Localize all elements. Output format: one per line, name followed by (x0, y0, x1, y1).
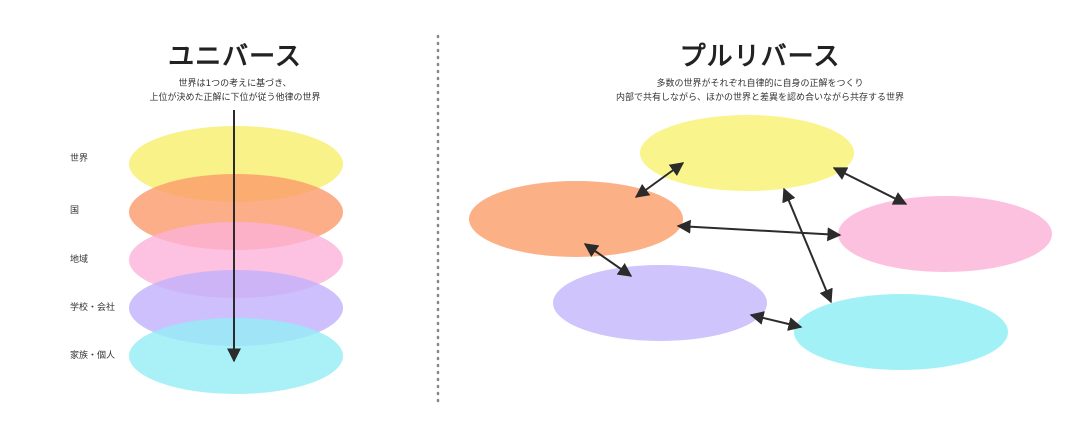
universe-description-line1: 世界は1つの考えに基づき、 (178, 79, 292, 89)
pluriverse-worlds (469, 115, 1052, 370)
universe-description-line2: 上位が決めた正解に下位が従う他律の世界 (149, 93, 321, 103)
connection-purple-cyan (749, 311, 803, 331)
connection-orange-yellow (634, 162, 685, 198)
world-connections (583, 162, 908, 331)
pluriverse-description-line2: 内部で共有しながら、ほかの世界と差異を認め合いながら共存する世界 (615, 93, 904, 103)
pluriverse-title: プルリバース (679, 42, 841, 72)
universe-layer-stack (129, 126, 343, 394)
world-purple-ellipse (553, 265, 767, 341)
pluriverse-description: 多数の世界がそれぞれ自律的に自身の正解をつくり 内部で共有しながら、ほかの世界と… (560, 77, 960, 105)
world-cyan-ellipse (794, 294, 1008, 370)
universe-description: 世界は1つの考えに基づき、 上位が決めた正解に下位が従う他律の世界 (85, 77, 385, 105)
layer-label-school-company: 学校・会社 (70, 303, 116, 313)
layer-family-individual-ellipse (129, 318, 343, 394)
connection-orange-pink (676, 219, 842, 242)
layer-label-country: 国 (70, 206, 80, 216)
connection-yellow-cyan (782, 187, 833, 304)
world-orange-ellipse (469, 181, 683, 257)
world-yellow-ellipse (640, 115, 854, 191)
universe-title: ユニバース (168, 42, 302, 72)
connection-yellow-pink (832, 167, 908, 205)
layer-label-region: 地域 (70, 255, 89, 265)
layer-label-family-individual: 家族・個人 (70, 351, 116, 361)
layer-label-world: 世界 (70, 154, 89, 164)
world-pink-ellipse (838, 196, 1052, 272)
connection-orange-purple (583, 243, 633, 277)
pluriverse-description-line1: 多数の世界がそれぞれ自律的に自身の正解をつくり (656, 79, 864, 89)
